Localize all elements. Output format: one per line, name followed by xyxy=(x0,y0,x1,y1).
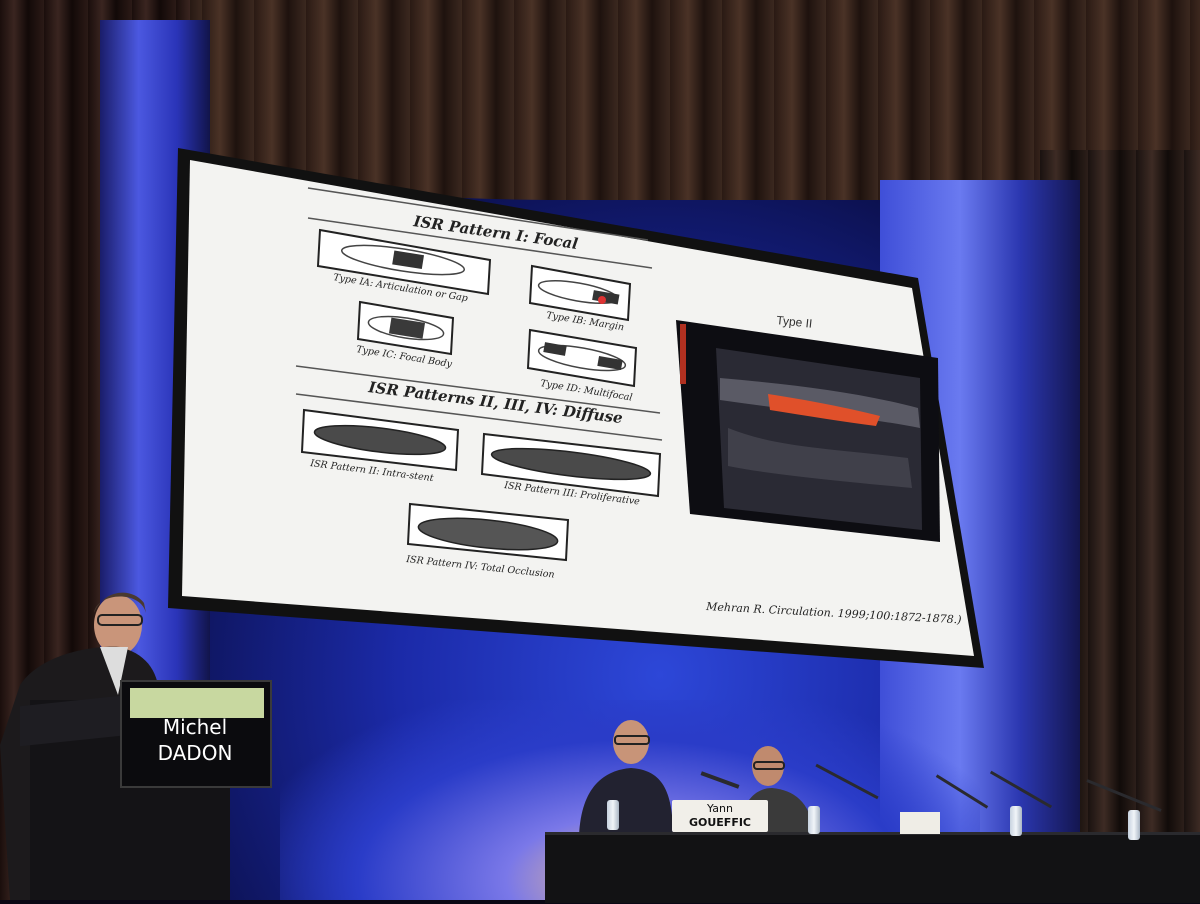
water-bottle xyxy=(607,800,619,830)
panel-table xyxy=(545,832,1200,903)
stent-diagram-pattern-iii xyxy=(480,432,662,498)
ultrasound-title: Type II xyxy=(776,313,813,331)
stent-diagram-ic xyxy=(356,300,455,356)
conference-logo xyxy=(130,688,264,718)
nameplate-last-name: DADON xyxy=(157,741,233,765)
panelist-left xyxy=(575,716,675,836)
top-curtain xyxy=(150,0,1200,200)
stent-diagram-ia xyxy=(316,228,492,296)
nameplate-first-name: Michel xyxy=(162,715,228,739)
stent-diagram-ib xyxy=(528,264,632,322)
stent-diagram-pattern-ii xyxy=(300,408,460,472)
slide-surface xyxy=(182,160,974,656)
stent-diagram-pattern-iv xyxy=(406,502,570,562)
projection-screen: ISR Pattern I: Focal Type IA: Articulati… xyxy=(168,148,984,668)
ultrasound-image xyxy=(676,320,940,542)
stent-diagram-id xyxy=(526,328,638,388)
panel-sign-last-name: GOUEFFIC xyxy=(688,816,752,829)
panel-sign-first-name: Yann xyxy=(707,802,733,815)
second-name-sign xyxy=(900,812,940,834)
panelist-name-sign: Yann GOUEFFIC xyxy=(672,800,768,832)
nameplate-text: Michel DADON xyxy=(122,714,268,766)
water-bottle xyxy=(808,806,820,834)
water-bottle xyxy=(1010,806,1022,836)
water-bottle xyxy=(1128,810,1140,840)
